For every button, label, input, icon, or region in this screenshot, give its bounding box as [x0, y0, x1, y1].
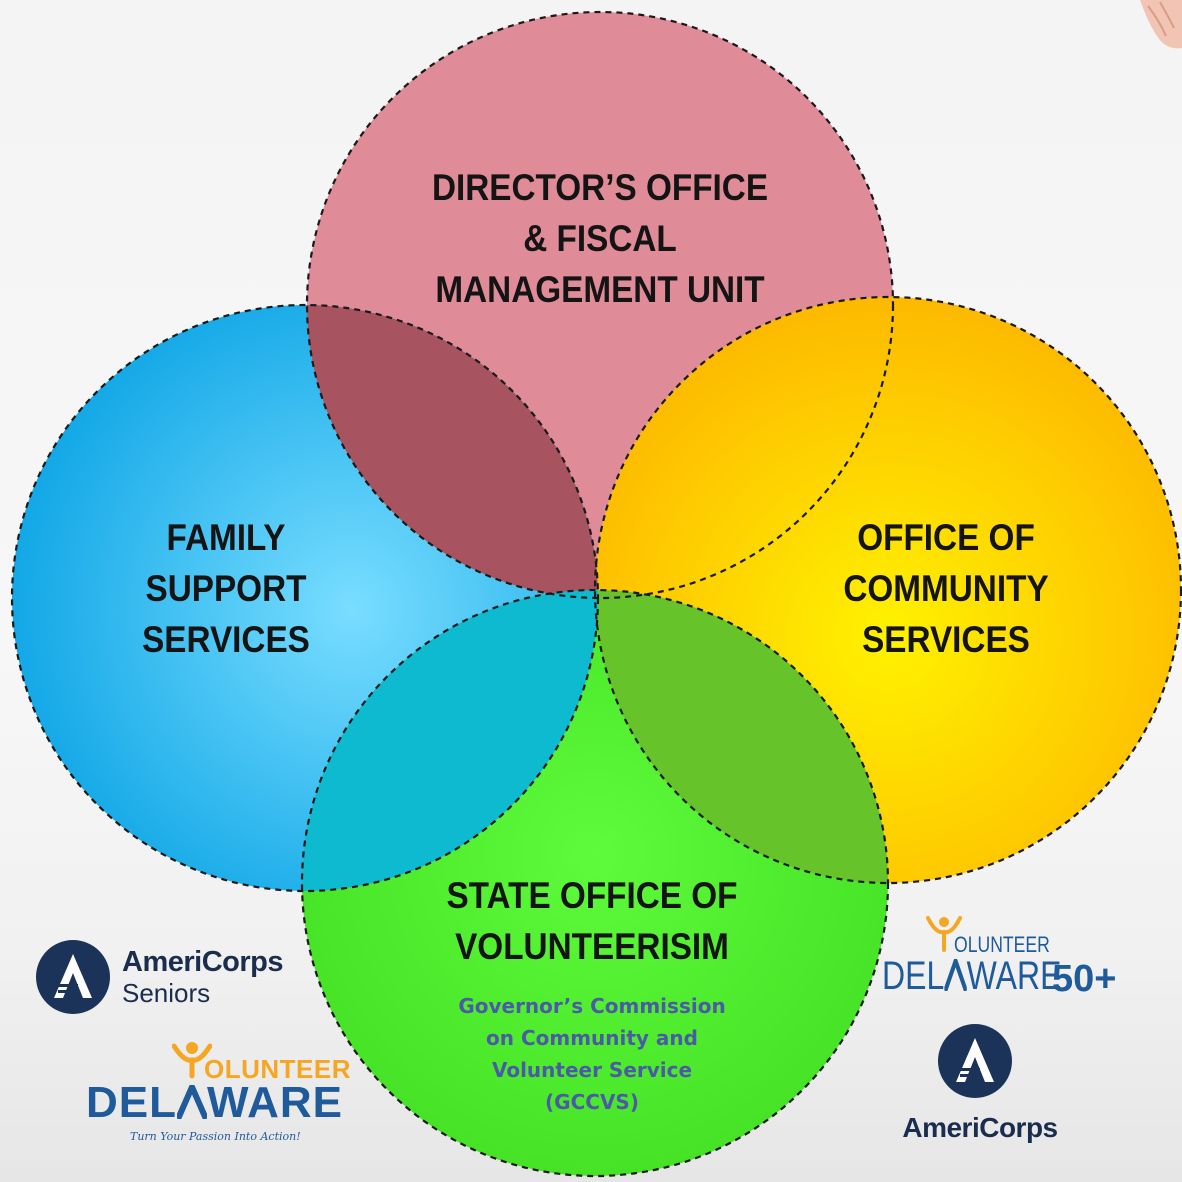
- delaware-a-icon: [943, 954, 968, 992]
- community-label-line: OFFICE OF: [857, 517, 1035, 558]
- volunteer-delaware-logo: OLUNTEER DEL WARE Turn Your Passion Into …: [80, 1040, 351, 1146]
- gccvs-label-line: (GCCVS): [545, 1090, 639, 1114]
- community-label: OFFICE OF COMMUNITY SERVICES: [820, 512, 1072, 665]
- gccvs-label-line: on Community and: [486, 1026, 698, 1050]
- volunteerism-outline: [300, 588, 890, 1178]
- overlap-director-family: [307, 305, 598, 598]
- family-label-line: SUPPORT: [145, 568, 307, 609]
- volunteer-delaware-main2: WARE: [207, 1078, 343, 1127]
- americorps-a-icon: [938, 1024, 1012, 1098]
- director-label-line: DIRECTOR’S OFFICE: [431, 167, 769, 208]
- gccvs-label-line: Governor’s Commission: [458, 994, 726, 1018]
- volunteer-delaware-top: OLUNTEER: [204, 1054, 351, 1084]
- volunteerism-label-line: VOLUNTEERISIM: [455, 926, 729, 967]
- volunteer-delaware-50-logo: OLUNTEER DEL WARE 50+: [882, 912, 1122, 1012]
- volunteer-delaware-50-suffix: 50+: [1052, 958, 1117, 1000]
- director-label: DIRECTOR’S OFFICE & FISCAL MANAGEMENT UN…: [402, 162, 798, 315]
- family-label-line: SERVICES: [142, 619, 310, 660]
- americorps-seniors-line1: AmeriCorps: [122, 946, 284, 978]
- family-label-line: FAMILY: [166, 517, 286, 558]
- volunteer-delaware-50-wordmark: DEL WARE: [882, 954, 1061, 999]
- family-outline: [10, 303, 600, 893]
- volunteer-delaware-50-top: OLUNTEER: [954, 932, 1050, 957]
- volunteer-delaware-50-main: DEL: [882, 954, 945, 998]
- volunteerism-label: STATE OFFICE OF VOLUNTEERISIM: [430, 870, 754, 972]
- volunteer-delaware-main: DEL: [86, 1078, 177, 1127]
- gccvs-label: Governor’s Commission on Community and V…: [432, 990, 752, 1118]
- volunteerism-label-line: STATE OFFICE OF: [446, 875, 738, 916]
- overlap-community-volunteerism: [595, 590, 888, 883]
- americorps-seniors-line2: Seniors: [122, 978, 211, 1008]
- americorps-logo: AmeriCorps: [880, 1024, 1080, 1154]
- americorps-seniors-logo: AmeriCorps Seniors: [36, 940, 306, 1016]
- director-outline: [305, 10, 895, 600]
- volunteer-figure-icon: [926, 916, 962, 952]
- volunteer-delaware-50-main2: WARE: [966, 954, 1062, 998]
- volunteer-delaware-tagline: Turn Your Passion Into Action!: [130, 1130, 301, 1143]
- community-label-line: SERVICES: [862, 619, 1030, 660]
- director-label-line: MANAGEMENT UNIT: [435, 269, 765, 310]
- volunteer-figure-icon: [172, 1042, 212, 1079]
- family-label: FAMILY SUPPORT SERVICES: [109, 512, 343, 665]
- volunteer-delaware-wordmark: DEL WARE: [86, 1078, 343, 1128]
- director-label-line: & FISCAL: [523, 218, 677, 259]
- community-outline: [593, 295, 1182, 885]
- community-label-line: COMMUNITY: [843, 568, 1049, 609]
- hand-illustration: [1140, 0, 1182, 49]
- americorps-a-icon: [36, 940, 110, 1014]
- americorps-name: AmeriCorps: [902, 1112, 1058, 1143]
- gccvs-label-line: Volunteer Service: [491, 1058, 693, 1082]
- delaware-a-icon: [175, 1079, 209, 1121]
